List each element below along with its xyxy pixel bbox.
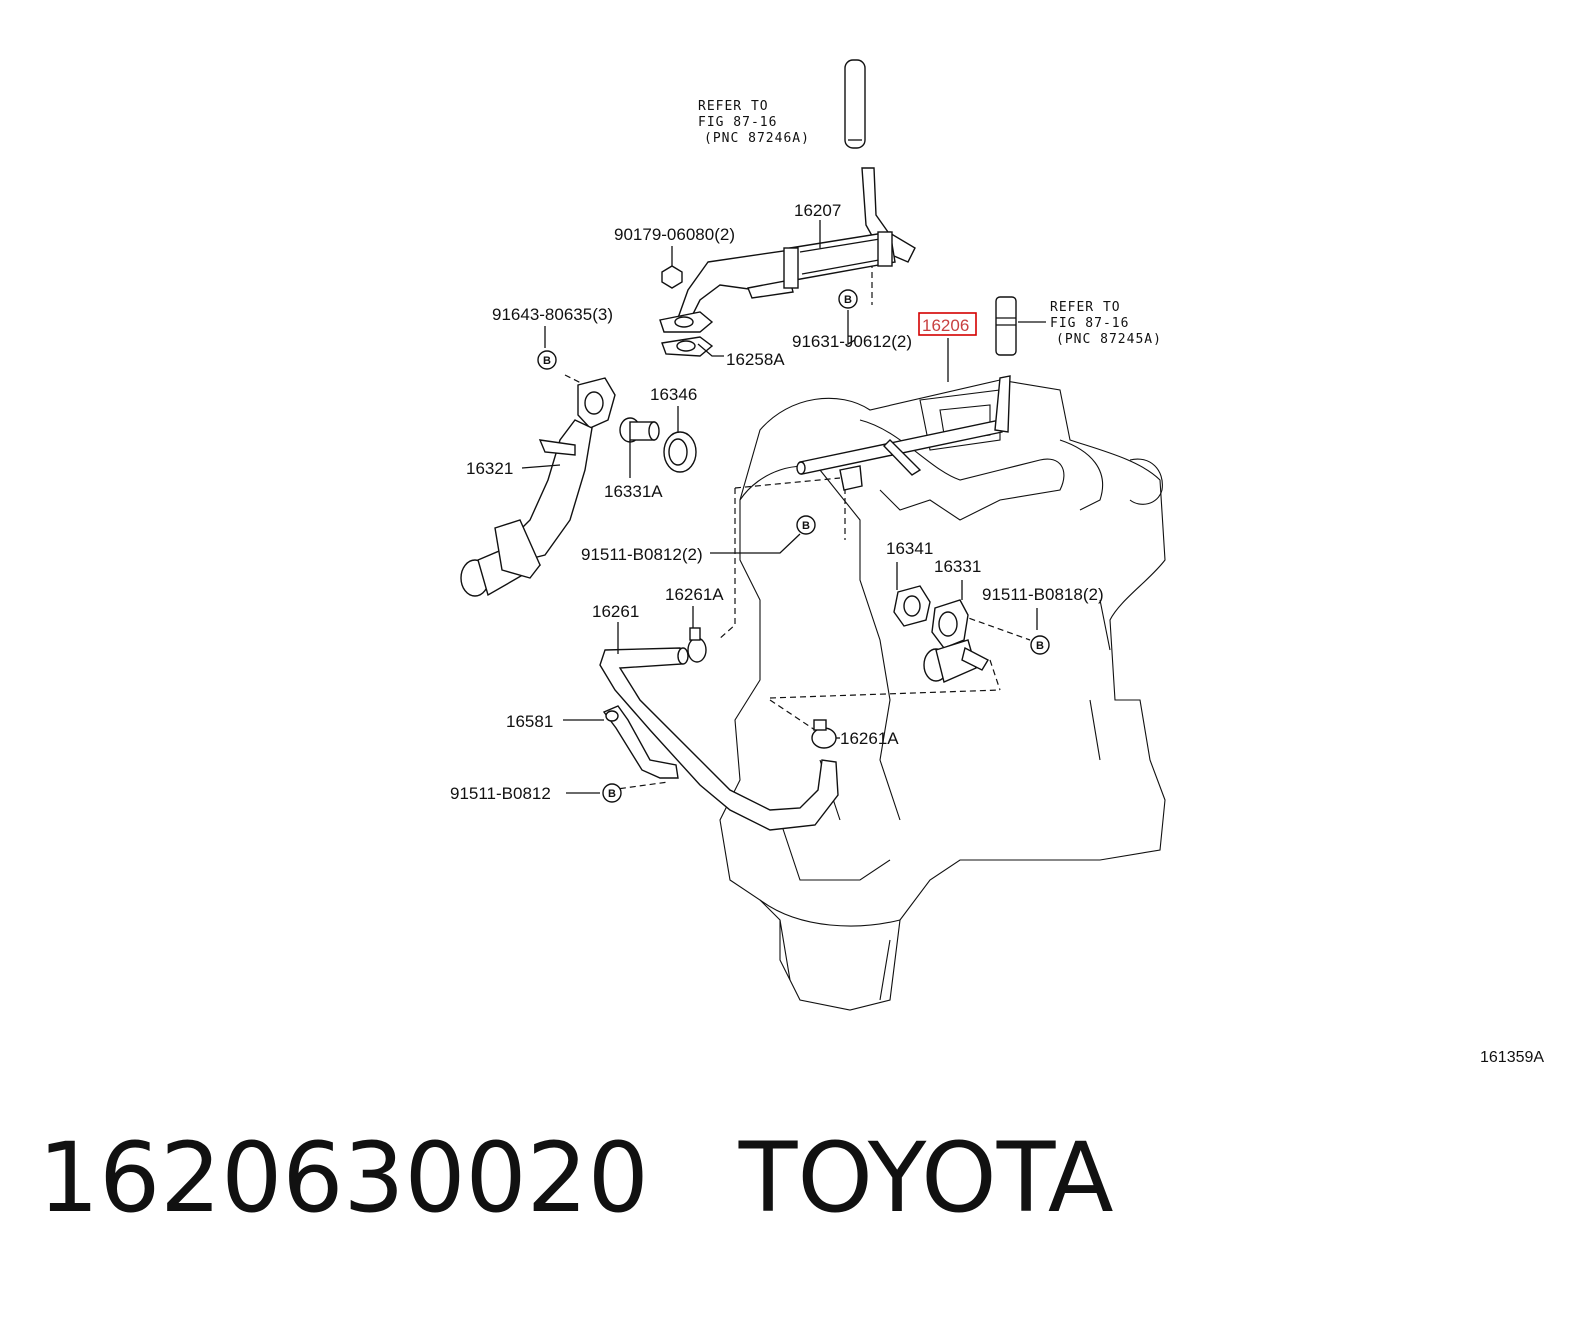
gasket-16341 [893, 585, 931, 627]
label-16258a[interactable]: 16258A [726, 350, 785, 369]
svg-text:FIG 87-16: FIG 87-16 [698, 115, 777, 130]
badge-91511-b0818: B [1030, 635, 1050, 655]
reference-note-right: REFER TO FIG 87-16 (PNC 87245A) [1050, 300, 1162, 347]
badge-91511-b0812-2: B [796, 515, 816, 535]
footer-part-number: 1620630020 [38, 1122, 649, 1234]
svg-text:(PNC 87245A): (PNC 87245A) [1056, 332, 1162, 347]
svg-text:B: B [608, 788, 616, 800]
svg-text:B: B [844, 294, 852, 306]
water-hose-16261 [599, 647, 839, 831]
water-outlet-16321 [460, 377, 616, 597]
footer-brand: TOYOTA [738, 1122, 1114, 1234]
badge-91511-b0812: B [602, 783, 622, 803]
label-91631-j0612[interactable]: 91631-J0612(2) [792, 332, 912, 351]
label-16346[interactable]: 16346 [650, 385, 697, 404]
label-16261[interactable]: 16261 [592, 602, 639, 621]
label-91511-b0812[interactable]: 91511-B0812 [450, 784, 551, 803]
label-16331a[interactable]: 16331A [604, 482, 663, 501]
dashed-leaders [564, 262, 1031, 791]
label-91643-80635[interactable]: 91643-80635(3) [492, 305, 613, 324]
hose-pnc-87245a [995, 296, 1017, 356]
svg-text:(PNC 87246A): (PNC 87246A) [704, 131, 810, 146]
badge-91643: B [537, 350, 557, 370]
label-16261a-top[interactable]: 16261A [665, 585, 724, 604]
water-inlet-16331 [923, 599, 989, 683]
label-91511-b0812-2[interactable]: 91511-B0812(2) [581, 545, 703, 564]
figure-code: 161359A [1480, 1049, 1544, 1066]
label-16341[interactable]: 16341 [886, 539, 933, 558]
bolt-badges: B B B B B [537, 289, 1050, 803]
label-16206[interactable]: 16206 [922, 316, 969, 335]
highlighted-part-16206[interactable]: 16206 [918, 312, 977, 336]
label-91511-b0818[interactable]: 91511-B0818(2) [982, 585, 1104, 604]
gasket-16346 [663, 431, 697, 473]
water-pipe-16206 [796, 375, 1011, 491]
svg-text:B: B [1036, 640, 1044, 652]
badge-91631: B [838, 289, 858, 309]
engine-block [719, 379, 1166, 1011]
part-labels: 16207 90179-06080(2) 91643-80635(3) 9163… [450, 201, 1544, 1066]
hose-bracket-16581 [602, 705, 679, 779]
label-16207[interactable]: 16207 [794, 201, 841, 220]
thermostat-16331a [619, 417, 660, 443]
nut-part [661, 265, 683, 289]
leader-lines [521, 220, 1046, 794]
hose-clamp-top [687, 627, 707, 663]
water-bypass-pipe [677, 59, 916, 321]
gasket-16258a [659, 311, 714, 357]
label-90179-06080[interactable]: 90179-06080(2) [614, 225, 735, 244]
label-16581[interactable]: 16581 [506, 712, 553, 731]
svg-text:B: B [543, 355, 551, 367]
hose-clamp-bottom [811, 719, 837, 749]
label-16331[interactable]: 16331 [934, 557, 981, 576]
svg-text:REFER TO: REFER TO [1050, 300, 1121, 315]
svg-text:FIG 87-16: FIG 87-16 [1050, 316, 1129, 331]
reference-note-top: REFER TO FIG 87-16 (PNC 87246A) [698, 99, 810, 146]
svg-text:REFER TO: REFER TO [698, 99, 769, 114]
label-16321[interactable]: 16321 [466, 459, 513, 478]
label-16261a-bottom[interactable]: 16261A [840, 729, 899, 748]
svg-text:B: B [802, 520, 810, 532]
